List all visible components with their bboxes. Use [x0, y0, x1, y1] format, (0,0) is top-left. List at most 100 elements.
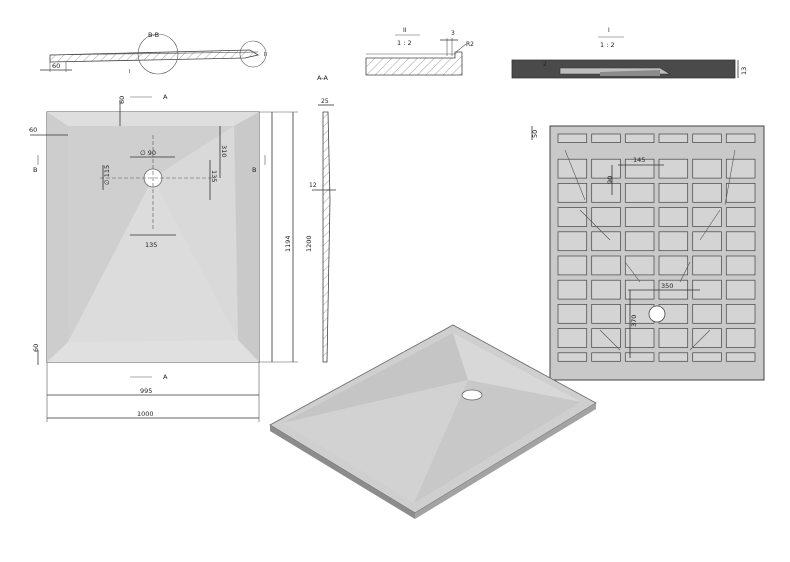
underside-cell — [624, 207, 655, 227]
underside-cell — [557, 231, 588, 252]
underside-cell — [591, 328, 621, 348]
underside-cell — [725, 352, 756, 362]
dim-1194: 1194 — [284, 235, 292, 252]
underside-cell — [591, 231, 621, 252]
dim-25: 25 — [321, 98, 329, 105]
underside-cell — [725, 183, 756, 203]
underside-cell — [624, 231, 655, 252]
underside-view: 50 145 90 350 370 — [531, 125, 765, 381]
dim-135-vertical: 135 — [210, 170, 218, 182]
dim-2: 2 — [543, 61, 547, 68]
dim-left-60: 60 — [29, 126, 37, 134]
dim-1000: 1000 — [137, 410, 154, 418]
cut-marker-b-left: B — [33, 166, 37, 174]
underside-cell — [591, 304, 621, 324]
underside-cell — [692, 255, 722, 276]
underside-cell — [692, 328, 722, 348]
detail-ii-marker: II — [264, 52, 267, 58]
detail-ii-scale: 1 : 2 — [397, 39, 412, 47]
underside-cell — [557, 304, 588, 324]
slope-line — [724, 149, 736, 206]
underside-cell — [692, 207, 722, 227]
underside-cell — [658, 207, 689, 227]
underside-cell — [658, 352, 689, 362]
underside-cell — [557, 255, 588, 276]
section-bb-label: B-B — [148, 31, 159, 39]
underside-cell — [591, 352, 621, 362]
underside-cell — [624, 183, 655, 203]
underside-cell — [692, 352, 722, 362]
underside-cell — [591, 279, 621, 300]
underside-cell — [624, 158, 655, 179]
dim-r2: R2 — [466, 41, 474, 48]
rib-grid — [557, 133, 756, 362]
underside-cell — [591, 183, 621, 203]
underside-cell — [591, 207, 621, 227]
detail-ii-label: II — [403, 27, 407, 34]
dim-13: 13 — [740, 67, 748, 75]
dim-50: 50 — [531, 130, 539, 138]
slope-line — [699, 209, 721, 241]
slope-line — [679, 261, 691, 283]
underside-cell — [557, 279, 588, 300]
detail-i-view: 2 13 I 1 : 2 — [511, 27, 748, 79]
dim-d90: ∅ 90 — [140, 149, 156, 157]
detail-i-scale: 1 : 2 — [600, 41, 615, 49]
underside-cell — [624, 328, 655, 348]
underside-cell — [725, 328, 756, 348]
dim-995: 995 — [140, 387, 152, 395]
underside-cell — [658, 158, 689, 179]
slope-line — [689, 329, 711, 351]
detail-ii-view: 3 R2 II 1 : 2 — [365, 27, 474, 76]
underside-cell — [725, 255, 756, 276]
section-aa-view: A-A 25 12 — [309, 74, 336, 363]
underside-cell — [692, 231, 722, 252]
dim-bottom-60: 60 — [32, 344, 40, 352]
iso-drain — [461, 389, 483, 401]
dim-1200: 1200 — [305, 235, 313, 252]
section-bb-view: B-B I II 60 — [40, 31, 267, 75]
dim-profile-60: 60 — [52, 62, 60, 70]
underside-cell — [658, 231, 689, 252]
dim-370: 370 — [630, 315, 638, 327]
cut-marker-b-right: B — [252, 166, 256, 174]
slope-line — [579, 209, 611, 241]
cut-marker-a-bottom: A — [163, 373, 168, 381]
underside-cell — [557, 352, 588, 362]
detail-i-marker: I — [129, 69, 130, 75]
dim-d115: ∅ 115 — [103, 165, 111, 185]
dim-310: 310 — [220, 145, 228, 157]
underside-cell — [624, 133, 655, 143]
underside-cell — [624, 255, 655, 276]
dim-135-horizontal: 135 — [145, 241, 157, 249]
underside-cell — [557, 207, 588, 227]
underside-cell — [725, 279, 756, 300]
dim-90-underside: 90 — [606, 176, 614, 184]
slope-line — [564, 149, 586, 201]
underside-cell — [725, 231, 756, 252]
underside-cell — [692, 183, 722, 203]
underside-cell — [725, 207, 756, 227]
underside-cell — [725, 158, 756, 179]
underside-cell — [692, 304, 722, 324]
underside-cell — [658, 183, 689, 203]
slope-line — [624, 261, 641, 283]
detail-circle-i — [137, 33, 179, 75]
dim-top-60: 60 — [118, 96, 126, 104]
underside-cell — [658, 328, 689, 348]
underside-cell — [557, 183, 588, 203]
underside-cell — [591, 133, 621, 143]
underside-cell — [591, 158, 621, 179]
underside-cell — [557, 133, 588, 143]
slope-line — [599, 329, 621, 351]
section-aa-label: A-A — [317, 74, 329, 82]
underside-cell — [692, 158, 722, 179]
underside-cell — [591, 255, 621, 276]
detail-i-label: I — [608, 27, 610, 34]
underside-cell — [692, 133, 722, 143]
underside-cell — [624, 352, 655, 362]
isometric-view — [269, 324, 597, 519]
dim-145: 145 — [633, 156, 645, 164]
